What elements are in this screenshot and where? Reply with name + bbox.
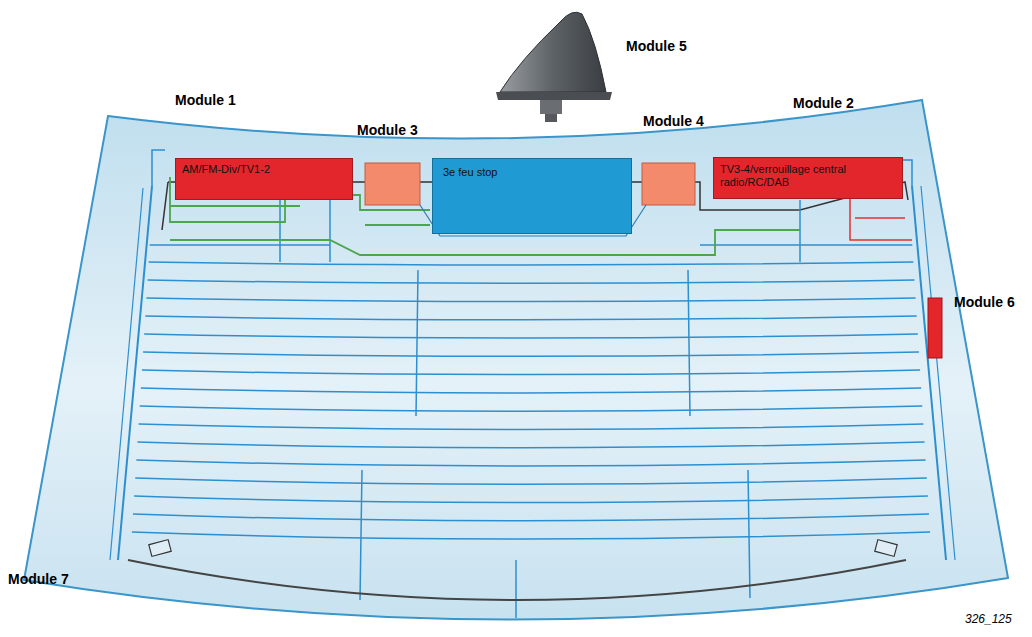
heater-wire xyxy=(118,186,152,560)
heater-wire xyxy=(912,186,946,560)
heater-wire xyxy=(137,442,924,448)
figure-number: 326_125 xyxy=(965,612,1012,626)
heater-wire xyxy=(688,270,690,416)
heater-wire xyxy=(152,150,165,186)
module-caption: AM/FM-Div/TV1-2 xyxy=(182,163,342,176)
module-label: Module 7 xyxy=(8,571,69,587)
frame-line xyxy=(162,182,168,230)
heater-wire xyxy=(148,280,915,283)
heater-wire xyxy=(515,560,517,618)
antenna-module-7-contact xyxy=(149,540,171,557)
heater-wire xyxy=(360,470,362,600)
antenna-module-6 xyxy=(928,298,942,358)
module-label: Module 6 xyxy=(954,294,1015,310)
heater-wire xyxy=(279,200,281,262)
antenna-module-4 xyxy=(642,163,695,205)
heater-wire xyxy=(799,200,801,262)
module-label: Module 2 xyxy=(793,95,854,111)
rear-glass xyxy=(24,100,1008,620)
antenna-conductor-red xyxy=(850,195,912,240)
heater-wire xyxy=(329,200,331,262)
module-label: Module 3 xyxy=(357,122,418,138)
antenna-module-box: AM/FM-Div/TV1-2 xyxy=(175,158,353,200)
heater-wire xyxy=(139,424,924,429)
heater-wire xyxy=(748,470,750,598)
heater-wire xyxy=(145,316,916,320)
antenna-module-3 xyxy=(365,163,420,205)
module-label: Module 4 xyxy=(643,113,704,129)
heater-wire xyxy=(143,352,919,356)
antenna-module-7-contact xyxy=(875,540,897,557)
heater-wire xyxy=(135,478,927,484)
antenna-module-7 xyxy=(128,560,906,600)
heater-wire xyxy=(134,496,928,503)
heater-wire xyxy=(140,406,923,411)
heater-wire xyxy=(136,460,925,466)
heater-wire xyxy=(133,514,929,521)
heater-wire xyxy=(700,244,912,246)
heater-wire xyxy=(110,188,143,560)
module-caption: 3e feu stop xyxy=(443,166,621,179)
heater-wire xyxy=(150,244,330,246)
heater-wire xyxy=(149,262,914,265)
heater-wire xyxy=(144,334,918,338)
shark-fin-antenna xyxy=(496,12,612,122)
heater-wire xyxy=(142,370,920,375)
module-label: Module 1 xyxy=(175,92,236,108)
module-caption: TV3-4/verrouillage central radio/RC/DAB xyxy=(720,163,852,189)
heater-wire xyxy=(146,298,915,302)
heater-wire xyxy=(416,270,418,416)
heater-grid xyxy=(110,150,955,618)
third-brake-light: 3e feu stop xyxy=(432,158,632,234)
module-label: Module 5 xyxy=(626,38,687,54)
heater-wire xyxy=(132,532,930,539)
heater-wire xyxy=(141,388,921,393)
heater-wire xyxy=(921,186,955,560)
antenna-module-box: TV3-4/verrouillage central radio/RC/DAB xyxy=(713,157,903,199)
